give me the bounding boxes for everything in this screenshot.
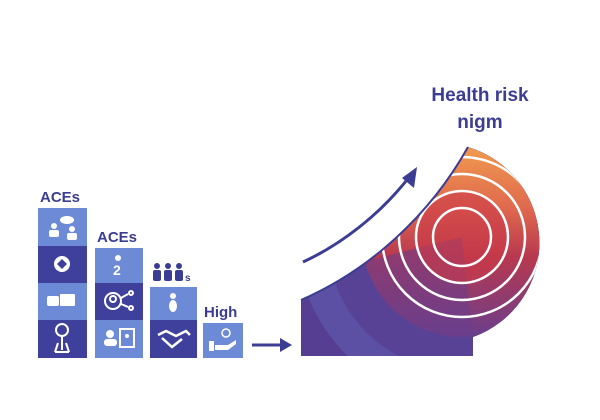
family-icon (153, 263, 183, 281)
id-card-icon (104, 328, 135, 348)
person-icon (169, 293, 177, 312)
medal-stand-icon (54, 323, 70, 353)
handshake-icon (157, 329, 191, 349)
health-risk-target (301, 147, 540, 356)
hand-care-icon (209, 328, 236, 351)
column-2: 2 (95, 248, 143, 358)
network-person-icon (104, 290, 134, 311)
risk-curve-edge (300, 146, 469, 301)
column-1 (38, 208, 87, 358)
diamond-badge-icon (54, 256, 70, 272)
people-chat-icon (49, 216, 77, 240)
rising-arrow-icon (302, 167, 417, 264)
chat-mail-icon (47, 294, 75, 306)
person-two-icon: 2 (113, 255, 121, 278)
svg-text:2: 2 (113, 262, 121, 278)
column-3 (150, 287, 197, 358)
column-4 (203, 323, 243, 358)
title-line-1: Health risk (431, 85, 529, 106)
column-2-label: ACEs (97, 229, 137, 246)
title-line-2: nigm (457, 112, 502, 133)
right-arrow-icon (252, 338, 292, 352)
column-3-label: s (185, 273, 191, 284)
column-1-label: ACEs (40, 189, 80, 206)
column-4-label: High (204, 304, 237, 321)
